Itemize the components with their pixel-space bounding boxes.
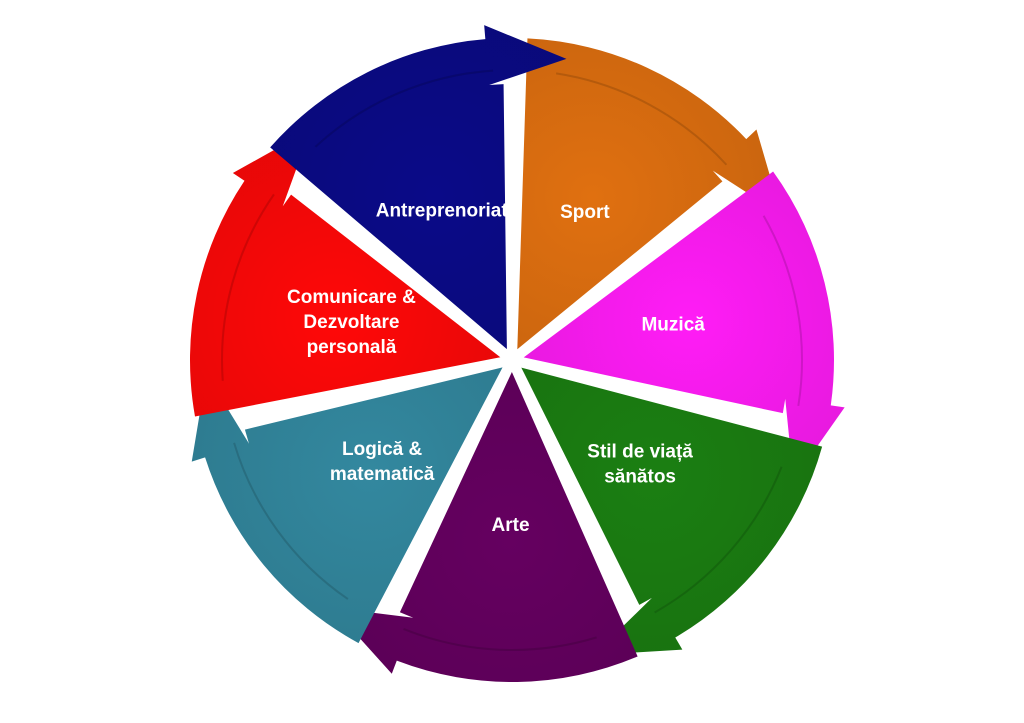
segment-highlight-stil-de-viata [654,466,783,614]
segment-label-line: matematică [330,464,435,485]
segment-logica: Logică & matematică [191,367,503,644]
segment-label-logica: Logică & matematică [330,439,435,485]
segment-label-line: Antreprenoriat [376,201,509,222]
segment-antreprenoriat: Antreprenoriat [270,25,567,350]
segment-arrow-sport [517,38,782,350]
segment-highlight-logica [233,442,349,600]
segment-highlight-sport [555,72,728,166]
segment-sport: Sport [517,38,782,350]
segment-label-sport: Sport [560,202,610,223]
segment-label-antreprenoriat: Antreprenoriat [376,201,509,222]
segment-highlight-arte [403,628,597,651]
segment-label-line: Dezvoltare [303,312,399,333]
segment-arrow-comunicare [190,129,501,417]
segment-label-line: Muzică [641,315,705,336]
segment-stil-de-viata: Stil de viață sănătos [521,367,823,655]
segment-label-line: personală [307,337,397,358]
segment-label-line: Sport [560,202,610,223]
segment-comunicare: Comunicare & Dezvoltare personală [190,129,501,417]
segment-arte: Arte [332,371,638,682]
segment-label-stil-de-viata: Stil de viață sănătos [587,441,693,487]
segment-label-comunicare: Comunicare & Dezvoltare personală [287,287,416,358]
segment-arrow-stil-de-viata [521,367,823,655]
segment-arrow-antreprenoriat [270,25,567,350]
segment-highlight-comunicare [221,193,275,381]
segment-arrow-muzica [523,171,845,481]
segment-label-line: Stil de viață [587,441,693,462]
segment-highlight-antreprenoriat [314,69,494,148]
segment-highlight-muzica [762,215,803,407]
segment-arrow-logica [191,367,503,644]
segment-label-muzica: Muzică [641,315,705,336]
segment-label-line: Comunicare & [287,287,416,308]
segment-label-line: sănătos [604,466,676,487]
segment-muzica: Muzică [523,171,845,481]
segment-label-line: Logică & [342,439,423,460]
segment-label-line: Arte [492,515,530,536]
segment-arrow-arte [332,371,638,682]
segment-label-arte: Arte [492,515,530,536]
